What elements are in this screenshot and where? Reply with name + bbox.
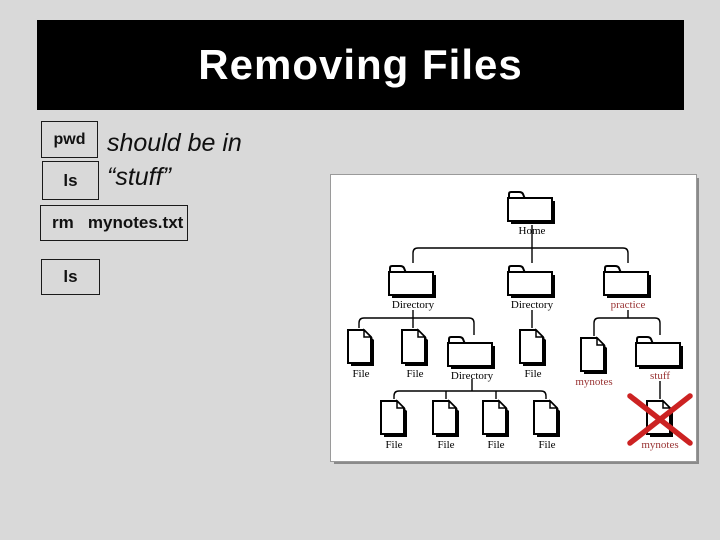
node-file-2: File: [383, 328, 447, 380]
node-label: File: [352, 368, 370, 380]
file-icon: [580, 336, 607, 374]
node-directory-1: Directory: [381, 263, 445, 311]
slide-title: Removing Files: [198, 41, 523, 88]
node-file-4: File: [362, 399, 426, 451]
folder-icon: [447, 336, 495, 369]
title-bar: Removing Files: [37, 20, 684, 110]
command-box-pwd: pwd: [41, 121, 98, 158]
command-box-ls-1: ls: [42, 161, 99, 200]
file-icon: [347, 328, 374, 366]
command-box-rm: rm mynotes.txt: [40, 205, 188, 241]
file-icon: [380, 399, 407, 437]
note-line-1: should be in: [107, 129, 242, 157]
node-practice: practice: [596, 263, 660, 311]
node-file-3: File: [501, 328, 565, 380]
node-label: mynotes: [641, 439, 679, 451]
node-label: File: [437, 439, 455, 451]
note-text: should be in “stuff”: [107, 126, 242, 194]
node-directory-3: Directory: [440, 334, 504, 382]
node-label: practice: [610, 299, 646, 311]
node-directory-2: Directory: [500, 263, 564, 311]
node-label: Home: [518, 225, 546, 237]
node-label: File: [406, 368, 424, 380]
node-file-1: File: [329, 328, 393, 380]
folder-icon: [635, 336, 683, 369]
tree-connector-lines: [358, 225, 661, 399]
node-label: Directory: [391, 299, 435, 311]
file-icon: [519, 328, 546, 366]
folder-icon: [603, 265, 651, 298]
file-icon: [533, 399, 560, 437]
node-stuff: stuff: [628, 334, 692, 382]
file-icon: [432, 399, 459, 437]
node-label: File: [524, 368, 542, 380]
command-label-rm: rm mynotes.txt: [52, 213, 184, 232]
node-label: File: [385, 439, 403, 451]
red-x-deleted-icon: [627, 393, 693, 446]
node-mynotes-in-practice: mynotes: [562, 336, 626, 388]
file-icon: [482, 399, 509, 437]
folder-icon: [507, 265, 555, 298]
command-label-ls-1: ls: [63, 170, 78, 190]
node-home: Home: [500, 189, 564, 237]
note-line-2: “stuff”: [107, 163, 171, 191]
filesystem-diagram-panel: Home Directory Directory: [330, 174, 697, 462]
command-label-ls-2: ls: [63, 267, 78, 286]
node-label: File: [538, 439, 556, 451]
node-label: Directory: [510, 299, 554, 311]
node-label: Directory: [450, 370, 494, 382]
file-icon: [401, 328, 428, 366]
node-file-5: File: [414, 399, 478, 451]
node-file-7: File: [515, 399, 579, 451]
folder-icon: [388, 265, 436, 298]
command-label-pwd: pwd: [53, 130, 86, 148]
node-file-6: File: [464, 399, 528, 451]
command-box-ls-2: ls: [41, 259, 100, 295]
folder-icon: [507, 191, 555, 224]
node-label: mynotes: [575, 376, 613, 388]
node-label: stuff: [650, 370, 670, 382]
node-label: File: [487, 439, 505, 451]
